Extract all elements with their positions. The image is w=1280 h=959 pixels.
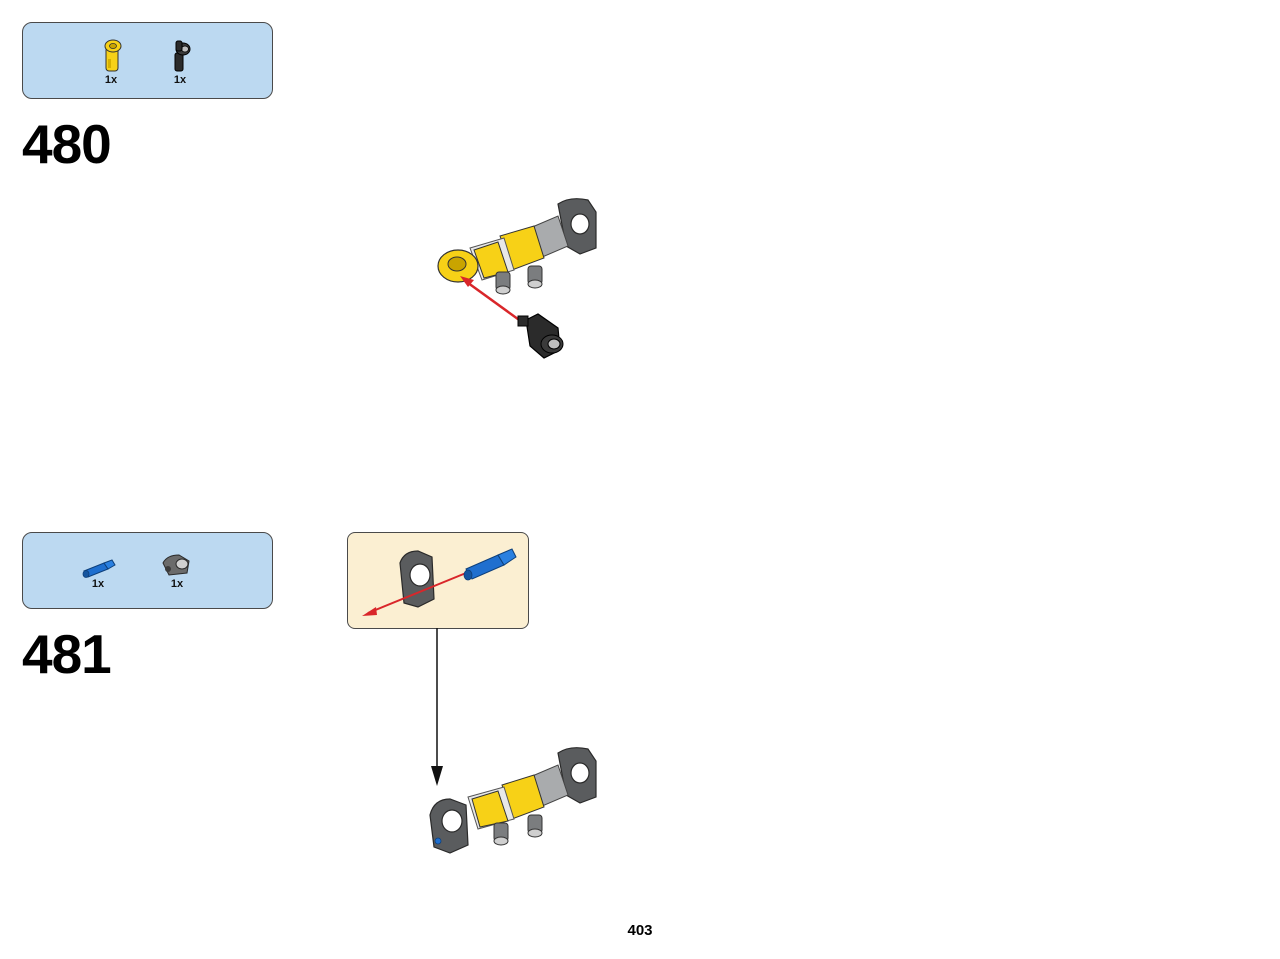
parts-list-481: 1x 1x	[22, 532, 273, 609]
yellow-axle-connector-icon	[104, 39, 122, 72]
assembly-illustration-480	[437, 198, 597, 359]
page-number: 403	[627, 922, 653, 939]
parts-list-480: 1x 1x	[22, 22, 273, 99]
part-480-1: 1x	[91, 37, 131, 86]
part-quantity: 1x	[170, 578, 184, 590]
subassembly-illustration	[362, 548, 517, 616]
part-481-1: 1x	[78, 553, 118, 590]
blue-pin-icon	[82, 559, 116, 578]
callout-arrow	[431, 628, 443, 786]
part-quantity: 1x	[104, 74, 118, 86]
black-connector-icon	[174, 40, 191, 72]
step-number-481: 481	[22, 623, 112, 685]
step-number-480: 480	[22, 113, 112, 175]
part-quantity: 1x	[173, 74, 187, 86]
assembly-illustration-481	[429, 747, 597, 854]
gray-pin-connector-icon	[162, 554, 190, 576]
part-481-2: 1x	[157, 551, 197, 590]
part-480-2: 1x	[160, 37, 200, 86]
part-quantity: 1x	[91, 578, 105, 590]
subassembly-callout-481	[347, 532, 529, 629]
